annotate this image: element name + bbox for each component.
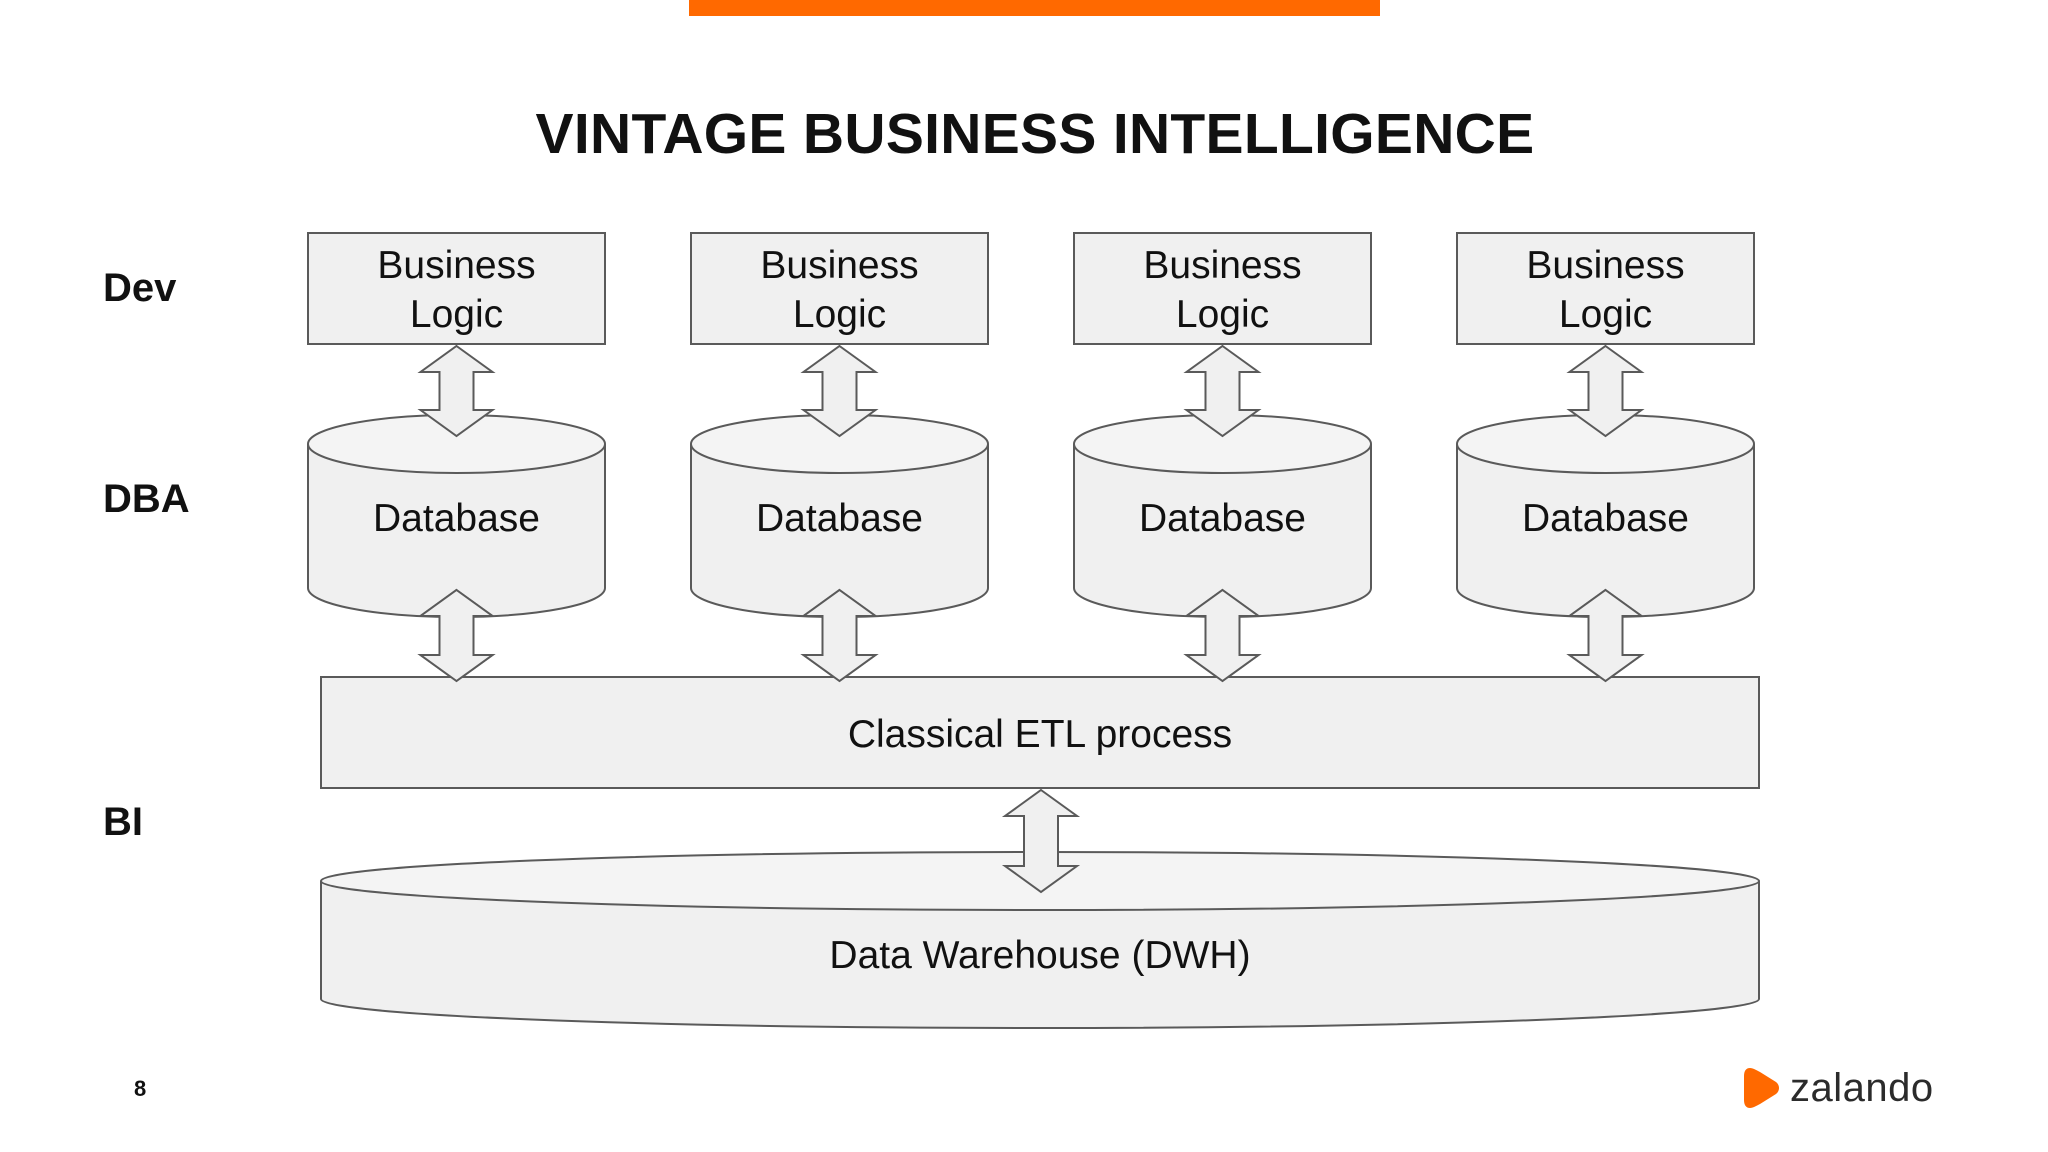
business-logic-label-line2-2: Logic — [793, 293, 886, 336]
zalando-logo-text: zalando — [1790, 1066, 1934, 1110]
business-logic-box-4 — [1456, 232, 1755, 345]
arrow-database-etl-head-4 — [1566, 588, 1645, 683]
zalando-play-icon — [1744, 1068, 1779, 1108]
business-logic-label-line1-4: Business — [1526, 244, 1684, 287]
page-number: 8 — [134, 1076, 147, 1101]
arrow-database-etl-head-2 — [800, 588, 879, 683]
arrow-etl-dwh — [1001, 788, 1081, 894]
business-logic-box-1 — [307, 232, 606, 345]
slide-title: VINTAGE BUSINESS INTELLIGENCE — [535, 102, 1535, 166]
dwh-label: Data Warehouse (DWH) — [829, 934, 1250, 977]
arrow-logic-database-1 — [417, 344, 496, 438]
business-logic-box-2 — [690, 232, 989, 345]
row-label-dev: Dev — [103, 266, 177, 310]
database-label-2: Database — [756, 497, 923, 540]
accent-top-bar — [689, 0, 1380, 16]
business-logic-label-line2-1: Logic — [410, 293, 503, 336]
business-logic-box-3 — [1073, 232, 1372, 345]
row-label-bi: BI — [103, 800, 143, 844]
business-logic-label-line1-1: Business — [377, 244, 535, 287]
business-logic-label-line1-3: Business — [1143, 244, 1301, 287]
etl-process-label: Classical ETL process — [848, 713, 1232, 756]
arrow-database-etl-head-3 — [1183, 588, 1262, 683]
row-label-dba: DBA — [103, 477, 190, 521]
arrow-logic-database-2 — [800, 344, 879, 438]
arrow-logic-database-4 — [1566, 344, 1645, 438]
arrow-database-etl-head-1 — [417, 588, 496, 683]
database-label-3: Database — [1139, 497, 1306, 540]
business-logic-label-line1-2: Business — [760, 244, 918, 287]
arrow-logic-database-3 — [1183, 344, 1262, 438]
business-logic-label-line2-4: Logic — [1559, 293, 1652, 336]
business-logic-label-line2-3: Logic — [1176, 293, 1269, 336]
database-label-4: Database — [1522, 497, 1689, 540]
database-label-1: Database — [373, 497, 540, 540]
etl-process-box — [320, 676, 1760, 789]
dwh-cylinder-body — [320, 881, 1760, 1029]
zalando-logo: zalando — [1742, 1060, 1942, 1116]
